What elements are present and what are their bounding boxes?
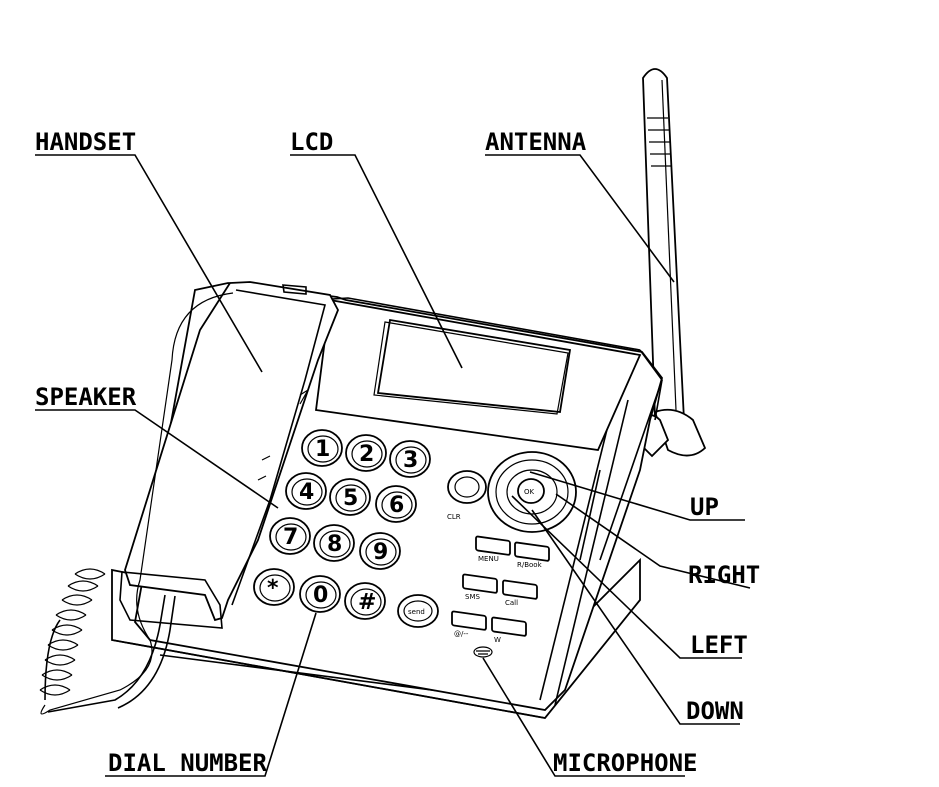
- clr-button[interactable]: [448, 471, 486, 503]
- key-label: 6: [389, 493, 404, 518]
- key-4[interactable]: 4: [286, 473, 326, 509]
- key-star[interactable]: *: [254, 569, 294, 605]
- key-label: 3: [403, 448, 418, 473]
- function-key-label: @/--: [454, 630, 469, 638]
- key-hash[interactable]: #: [345, 583, 385, 619]
- ok-key-label: OK: [524, 488, 535, 496]
- key-0[interactable]: 0: [300, 576, 340, 612]
- key-2[interactable]: 2: [346, 435, 386, 471]
- function-key-label: MENU: [478, 555, 499, 563]
- label-speaker: SPEAKER: [35, 383, 137, 411]
- key-label: 9: [373, 540, 388, 565]
- function-key-label: W: [494, 636, 501, 644]
- label-microphone: MICROPHONE: [553, 749, 698, 777]
- key-7[interactable]: 7: [270, 518, 310, 554]
- key-9[interactable]: 9: [360, 533, 400, 569]
- label-lcd: LCD: [290, 128, 333, 156]
- key-label: 0: [313, 583, 328, 608]
- key-label: 7: [283, 525, 298, 550]
- clr-key-label: CLR: [447, 513, 461, 521]
- key-label: #: [358, 590, 376, 615]
- label-antenna: ANTENNA: [485, 128, 587, 156]
- key-6[interactable]: 6: [376, 486, 416, 522]
- key-8[interactable]: 8: [314, 525, 354, 561]
- label-right: RIGHT: [688, 561, 760, 589]
- label-up: UP: [690, 493, 719, 521]
- key-label: *: [267, 576, 279, 601]
- function-key-label: R/Book: [517, 561, 543, 569]
- send-key-label: send: [408, 608, 425, 616]
- label-handset: HANDSET: [35, 128, 136, 156]
- function-key-label: SMS: [465, 593, 480, 601]
- key-3[interactable]: 3: [390, 441, 430, 477]
- key-5[interactable]: 5: [330, 479, 370, 515]
- send-button[interactable]: send: [398, 595, 438, 627]
- key-label: 2: [359, 442, 374, 467]
- key-label: 5: [343, 486, 358, 511]
- key-label: 4: [299, 480, 314, 505]
- label-dial-number: DIAL NUMBER: [108, 749, 267, 777]
- key-label: 1: [315, 437, 330, 462]
- label-left: LEFT: [690, 631, 748, 659]
- label-down: DOWN: [686, 697, 744, 725]
- key-label: 8: [327, 532, 342, 557]
- function-key-label: Call: [505, 599, 518, 607]
- key-1[interactable]: 1: [302, 430, 342, 466]
